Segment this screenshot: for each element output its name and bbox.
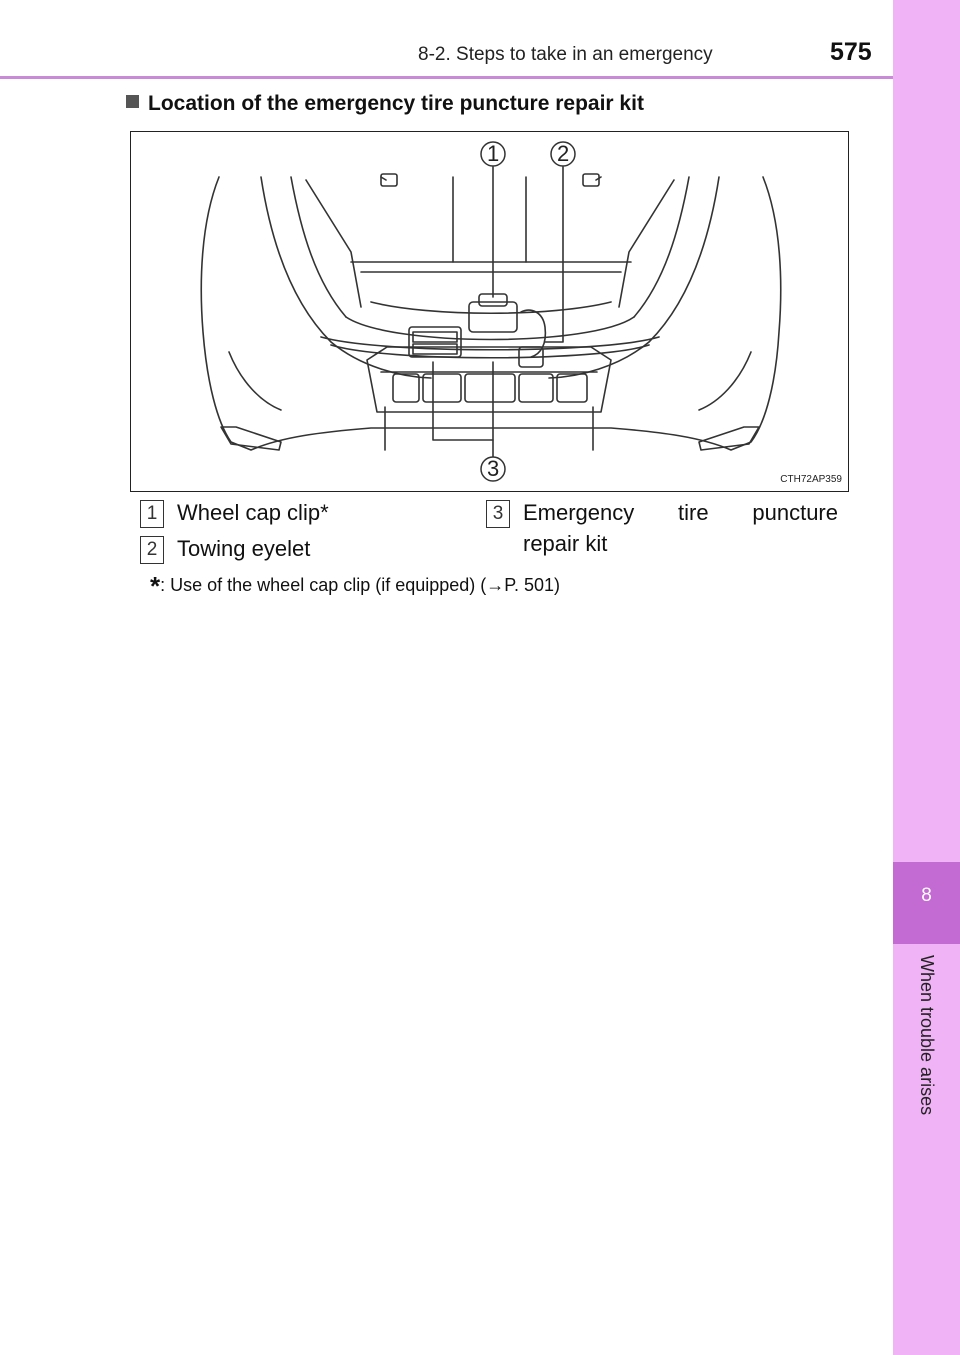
callout-2-circle: [550, 141, 576, 167]
legend-number-2: 2: [140, 536, 164, 564]
legend-word-emergency: Emergency: [523, 500, 635, 525]
footnote: *: Use of the wheel cap clip (if equippe…: [150, 571, 560, 602]
section-heading: Location of the emergency tire puncture …: [126, 92, 644, 116]
heading-square-icon: [126, 95, 139, 108]
legend-text-3: Emergency tire puncture repair kit: [523, 497, 838, 559]
chapter-side-tab: [893, 0, 960, 1355]
chapter-title-text: When trouble arises: [917, 955, 937, 1116]
legend-item-2: 2 Towing eyelet: [140, 533, 310, 564]
chapter-title: When trouble arises: [893, 955, 960, 1145]
legend-word-tire: tire: [678, 500, 709, 525]
callout-3-circle: [480, 456, 506, 482]
legend-text-3-line1: Emergency tire puncture: [523, 497, 838, 528]
chapter-number-box: [893, 862, 960, 944]
callout-1-circle: [480, 141, 506, 167]
legend-item-3: 3 Emergency tire puncture repair kit: [486, 497, 838, 559]
legend-number-3: 3: [486, 500, 510, 528]
trunk-drawing: [200, 141, 782, 482]
callout-2: 2: [557, 141, 570, 166]
legend-item-1: 1 Wheel cap clip*: [140, 497, 329, 528]
trunk-illustration: 1 2 3 CTH72AP359: [130, 131, 849, 492]
legend-text-2: Towing eyelet: [177, 536, 311, 561]
header-rule: [0, 76, 893, 79]
figure-code: CTH72AP359: [780, 474, 842, 485]
chapter-number: 8: [921, 885, 932, 906]
footnote-text: : Use of the wheel cap clip (if equipped…: [160, 575, 561, 595]
legend-number-1: 1: [140, 500, 164, 528]
page-number: 575: [830, 38, 872, 66]
header-section-title: 8-2. Steps to take in an emergency: [418, 44, 713, 65]
callout-1: 1: [487, 141, 500, 166]
legend-word-puncture: puncture: [752, 500, 838, 525]
section-heading-text: Location of the emergency tire puncture …: [148, 92, 644, 115]
legend-text-3-line2: repair kit: [523, 531, 608, 556]
callout-3: 3: [487, 456, 500, 481]
footnote-star: *: [150, 571, 161, 601]
legend-text-1: Wheel cap clip*: [177, 500, 329, 525]
